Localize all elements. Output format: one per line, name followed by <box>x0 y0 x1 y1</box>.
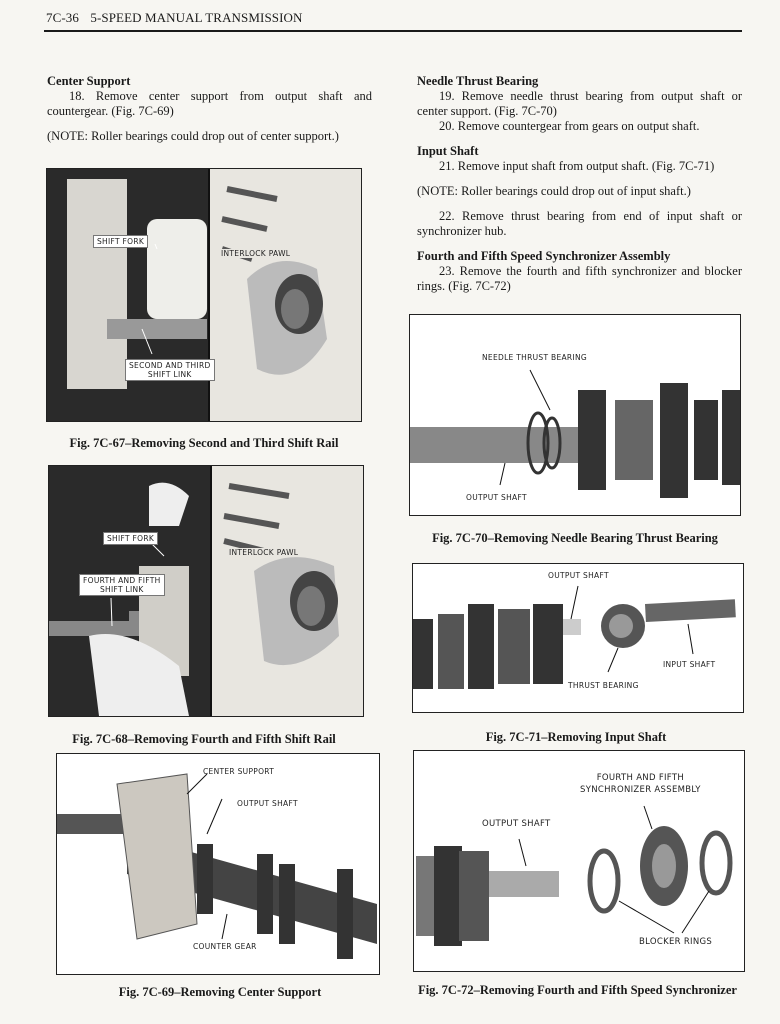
heading-input-shaft: Input Shaft <box>417 144 479 158</box>
needle-thrust-bearing-illustration <box>410 369 740 498</box>
caption-fig-7c-71: Fig. 7C-71–Removing Input Shaft <box>485 730 667 744</box>
label-blocker-rings: BLOCKER RINGS <box>639 937 713 947</box>
label-input-shaft: INPUT SHAFT <box>663 660 716 669</box>
label-shift-fork: SHIFT FORK <box>93 235 149 248</box>
caption-fig-7c-68: Fig. 7C-68–Removing Fourth and Fifth Shi… <box>72 732 336 746</box>
label-interlock-pawl: INTERLOCK PAWL <box>229 548 299 557</box>
figure-7c-72-photo: FOURTH AND FIFTH SYNCHRONIZER ASSEMBLY O… <box>413 750 745 972</box>
figure-7c-67-photo: SHIFT FORK INTERLOCK PAWL SECOND AND THI… <box>46 168 362 422</box>
label-needle-thrust-bearing: NEEDLE THRUST BEARING <box>482 353 587 362</box>
label-output-shaft: OUTPUT SHAFT <box>482 819 551 829</box>
caption-fig-7c-70: Fig. 7C-70–Removing Needle Bearing Thrus… <box>432 531 718 545</box>
figure-7c-69-photo: CENTER SUPPORT OUTPUT SHAFT COUNTER GEAR <box>56 753 380 975</box>
page-header: 7C-36 5-SPEED MANUAL TRANSMISSION <box>46 10 742 26</box>
section-title: 5-SPEED MANUAL TRANSMISSION <box>90 10 303 25</box>
header-rule <box>44 30 742 32</box>
step-18: 18. Remove center support from output sh… <box>47 89 372 118</box>
step-21: 21. Remove input shaft from output shaft… <box>439 159 715 173</box>
synchronizer-illustration <box>416 805 733 946</box>
shift-rail-illustration <box>67 169 361 421</box>
shift-rail-illustration <box>49 466 363 716</box>
caption-fig-7c-67: Fig. 7C-67–Removing Second and Third Shi… <box>69 436 339 450</box>
label-output-shaft: OUTPUT SHAFT <box>466 493 527 502</box>
center-support-illustration <box>57 773 377 959</box>
figure-7c-70-photo: NEEDLE THRUST BEARING OUTPUT SHAFT <box>409 314 741 516</box>
caption-fig-7c-69: Fig. 7C-69–Removing Center Support <box>118 985 322 999</box>
right-column-text: Needle Thrust Bearing 19. Remove needle … <box>417 74 742 294</box>
step-22: 22. Remove thrust bearing from end of in… <box>417 209 742 238</box>
left-column-text: Center Support 18. Remove center support… <box>47 74 372 144</box>
label-output-shaft: OUTPUT SHAFT <box>548 571 609 580</box>
step-23: 23. Remove the fourth and fifth synchron… <box>417 264 742 293</box>
label-synchronizer-assembly: FOURTH AND FIFTH SYNCHRONIZER ASSEMBLY <box>580 773 701 795</box>
label-output-shaft: OUTPUT SHAFT <box>237 799 298 808</box>
label-thrust-bearing: THRUST BEARING <box>568 681 639 690</box>
note-center-support: (NOTE: Roller bearings could drop out of… <box>47 129 339 143</box>
input-shaft-illustration <box>413 585 736 689</box>
heading-synchronizer: Fourth and Fifth Speed Synchronizer Asse… <box>417 249 671 263</box>
heading-center-support: Center Support <box>47 74 131 88</box>
label-fourth-fifth-shift-link: FOURTH AND FIFTH SHIFT LINK <box>79 574 165 596</box>
caption-fig-7c-72: Fig. 7C-72–Removing Fourth and Fifth Spe… <box>418 983 737 997</box>
figure-7c-68-photo: SHIFT FORK INTERLOCK PAWL FOURTH AND FIF… <box>48 465 364 717</box>
label-second-third-shift-link: SECOND AND THIRD SHIFT LINK <box>125 359 215 381</box>
step-19: 19. Remove needle thrust bearing from ou… <box>417 89 742 118</box>
note-input-shaft: (NOTE: Roller bearings could drop out of… <box>417 184 691 198</box>
figure-7c-71-photo: OUTPUT SHAFT THRUST BEARING INPUT SHAFT <box>412 563 744 713</box>
label-center-support: CENTER SUPPORT <box>203 767 275 776</box>
page-number: 7C-36 <box>46 10 79 25</box>
label-counter-gear: COUNTER GEAR <box>193 942 257 951</box>
step-20: 20. Remove countergear from gears on out… <box>439 119 700 133</box>
label-interlock-pawl: INTERLOCK PAWL <box>221 249 291 258</box>
heading-needle-thrust-bearing: Needle Thrust Bearing <box>417 74 539 88</box>
label-shift-fork: SHIFT FORK <box>103 532 159 545</box>
